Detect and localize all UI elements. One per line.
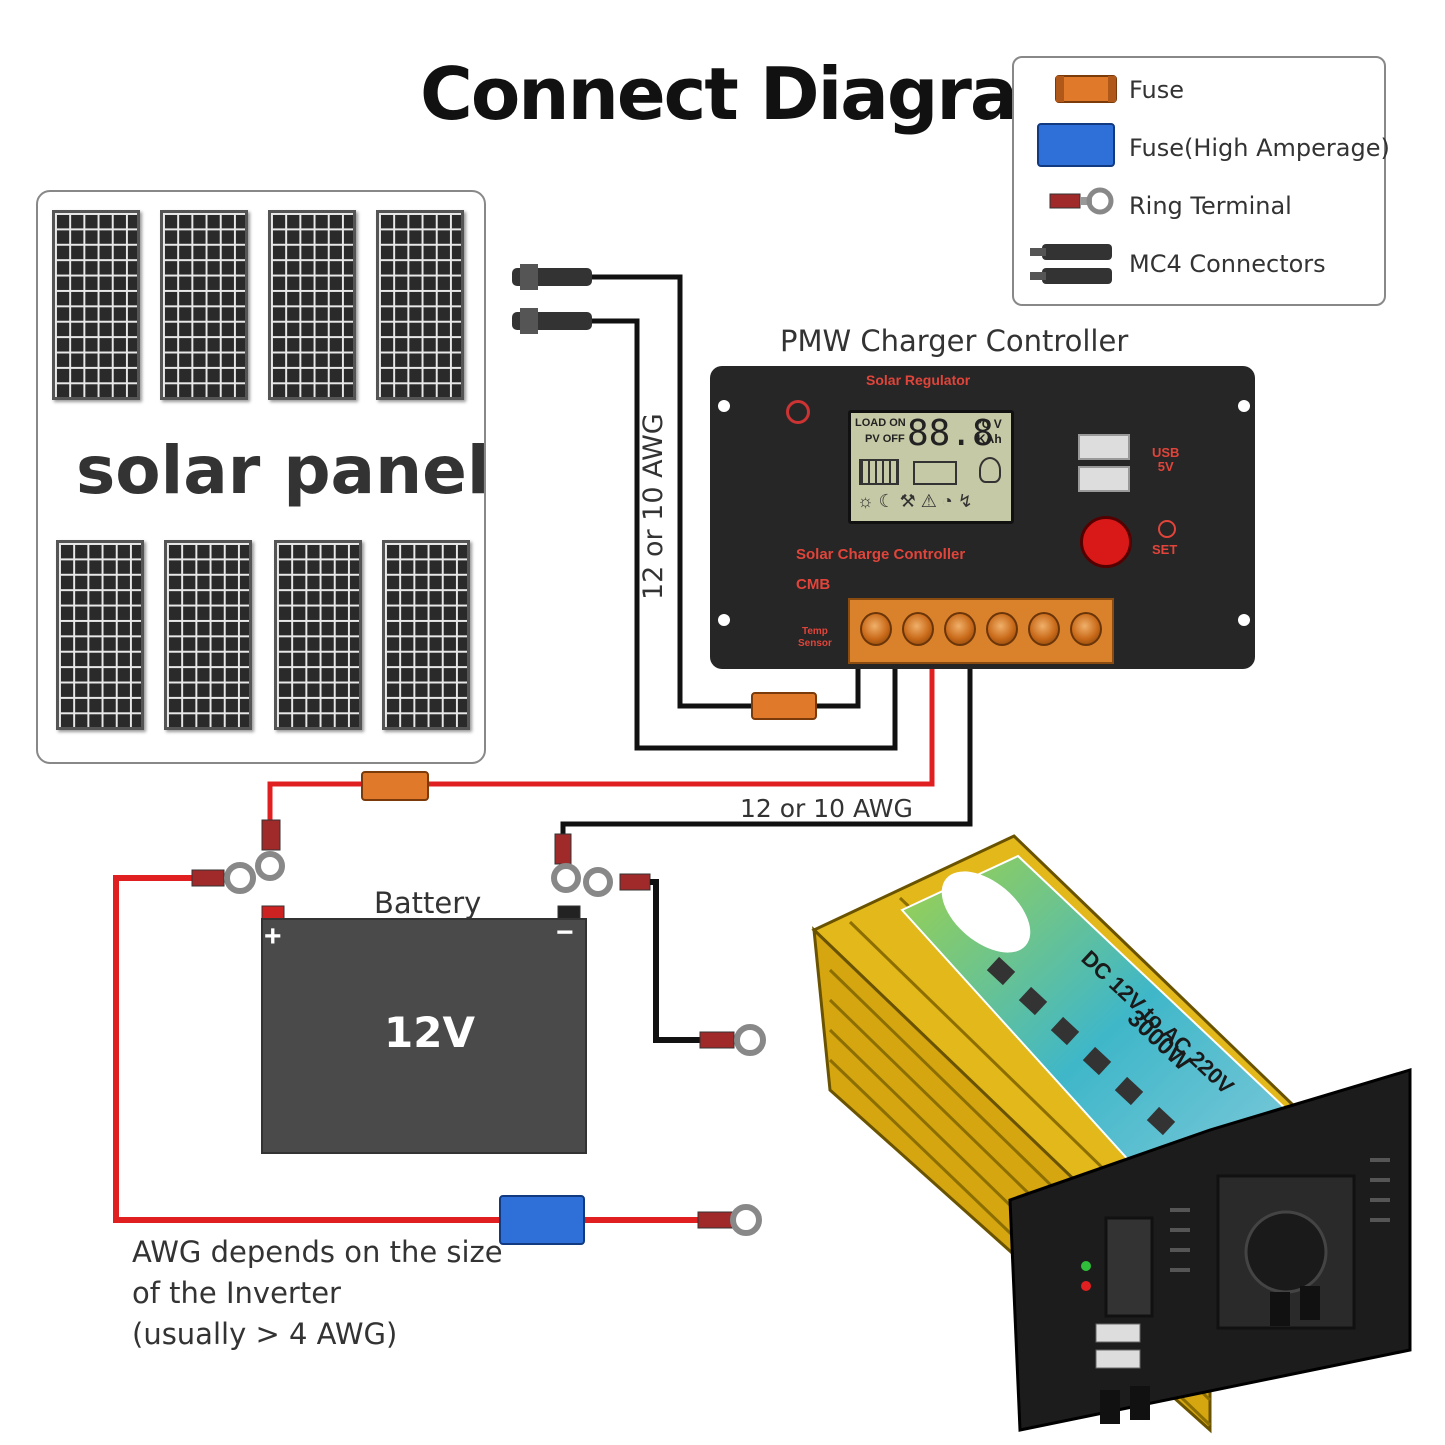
vent-slots <box>1170 1158 1390 1272</box>
pv-wires <box>592 274 898 751</box>
terminal-screw[interactable] <box>860 612 892 646</box>
solar-cell-module <box>164 540 252 730</box>
legend-box: Fuse Fuse(High Amperage) Ring Terminal M… <box>1012 56 1390 306</box>
controller-model-label: Solar Charge Controller <box>796 546 966 563</box>
terminal-screw[interactable] <box>944 612 976 646</box>
inverter-usb-port-2[interactable] <box>1095 1349 1141 1369</box>
lcd-status-icons: ☼ ☾ ⚒ ⚠ ◔ ↯ <box>857 491 973 511</box>
legend-label-fuse: Fuse <box>1129 76 1184 104</box>
inverter: DC 12V to AC 220V 3000W <box>811 834 1412 1434</box>
set-button[interactable] <box>1080 516 1132 568</box>
inverter-led-green <box>1081 1261 1091 1271</box>
mount-hole <box>1238 614 1250 626</box>
battery-negative-sign: − <box>556 916 574 949</box>
legend-label-fuse-high-amperage: Fuse(High Amperage) <box>1129 134 1390 162</box>
mount-hole <box>718 614 730 626</box>
fuse-icon <box>1055 75 1117 103</box>
inverter-logo-circle <box>941 871 1031 953</box>
terminal-screw[interactable] <box>1028 612 1060 646</box>
temp-sensor-label: Temp Sensor <box>798 626 832 649</box>
mc4-connector-bottom <box>512 308 592 334</box>
solar-cell-module <box>56 540 144 730</box>
lcd-units: °C V KAh <box>977 417 1002 446</box>
awg-label-vertical: 12 or 10 AWG <box>638 413 669 600</box>
ring-terminal-negative-inverter <box>583 867 651 897</box>
inverter-awg-note: AWG depends on the size of the Inverter … <box>132 1232 503 1355</box>
inverter-appliance-icons <box>986 956 1176 1136</box>
solar-cell-module <box>268 210 356 400</box>
usb-port-2[interactable] <box>1078 466 1130 492</box>
power-icon <box>1158 520 1176 538</box>
terminal-screw[interactable] <box>986 612 1018 646</box>
lcd-bulb-icon <box>979 457 1001 483</box>
set-label: SET <box>1152 542 1178 557</box>
battery-positive-wire <box>267 662 935 838</box>
mc4-connector-icon <box>1030 244 1112 284</box>
solar-cell-module <box>376 210 464 400</box>
battery-label: Battery <box>374 886 482 920</box>
ring-terminal-negative-controller <box>551 833 581 893</box>
fuse-high-amperage <box>499 1195 585 1245</box>
inverter-led-red <box>1081 1281 1091 1291</box>
mount-hole <box>718 400 730 412</box>
battery-terminals <box>261 905 581 921</box>
lcd-solar-icon <box>859 459 899 485</box>
usb-label: USB 5V <box>1152 445 1180 474</box>
awg-label-horizontal: 12 or 10 AWG <box>740 794 913 823</box>
solar-cell-module <box>52 210 140 400</box>
terminal-screw[interactable] <box>902 612 934 646</box>
controller-lcd: LOAD ON PV OFF 88.8 °C V KAh ☼ ☾ ⚒ ⚠ ◔ ↯ <box>848 410 1014 524</box>
lcd-digits: 88.8 <box>907 413 994 454</box>
solar-panel-label: solar panel <box>76 432 490 509</box>
solar-cell-module <box>382 540 470 730</box>
legend-label-ring-terminal: Ring Terminal <box>1129 192 1292 220</box>
controller-cmb-label: CMB <box>796 576 831 593</box>
fuse-battery <box>361 771 429 801</box>
lcd-battery-icon <box>913 461 957 485</box>
inverter-positive-wire <box>113 875 500 1223</box>
thermometer-icon <box>786 400 810 424</box>
diagram-title: Connect Diagram <box>420 52 1092 136</box>
legend-label-mc4-connectors: MC4 Connectors <box>1129 250 1326 278</box>
ring-terminal-inverter-positive-end <box>697 1204 762 1236</box>
terminal-screw[interactable] <box>1070 612 1102 646</box>
solar-cell-module <box>160 210 248 400</box>
inverter-note-line-2: of the Inverter <box>132 1276 341 1310</box>
ring-terminal-positive-controller <box>255 819 285 881</box>
lcd-load-on: LOAD ON <box>855 417 906 429</box>
inverter-note-line-1: AWG depends on the size <box>132 1235 503 1269</box>
ring-terminal-icon <box>1049 187 1114 215</box>
mounting-feet <box>1100 1286 1320 1424</box>
inverter-power-switch[interactable] <box>1104 1216 1154 1318</box>
terminal-block <box>848 598 1114 664</box>
socket-face <box>1244 1210 1328 1294</box>
battery <box>261 918 587 1154</box>
controller-caption: PMW Charger Controller <box>780 324 1129 358</box>
usb-port-1[interactable] <box>1078 434 1130 460</box>
inverter-note-line-3: (usually > 4 AWG) <box>132 1317 398 1351</box>
ring-terminal-inverter-negative-end <box>699 1024 766 1056</box>
inverter-negative-wire <box>650 879 704 1043</box>
inverter-usb-port-1[interactable] <box>1095 1323 1141 1343</box>
legend-icons <box>1030 75 1117 284</box>
mount-hole <box>1238 400 1250 412</box>
solar-cell-module <box>274 540 362 730</box>
mc4-connector-top <box>512 264 592 290</box>
lcd-pv-off: PV OFF <box>865 433 905 445</box>
fuse-high-amperage-icon <box>1037 123 1115 167</box>
fuse-pv <box>751 692 817 720</box>
ring-terminal-positive-inverter <box>191 862 256 894</box>
controller-brand: Solar Regulator <box>866 372 971 388</box>
battery-voltage: 12V <box>384 1008 475 1057</box>
battery-positive-sign: + <box>264 920 282 953</box>
